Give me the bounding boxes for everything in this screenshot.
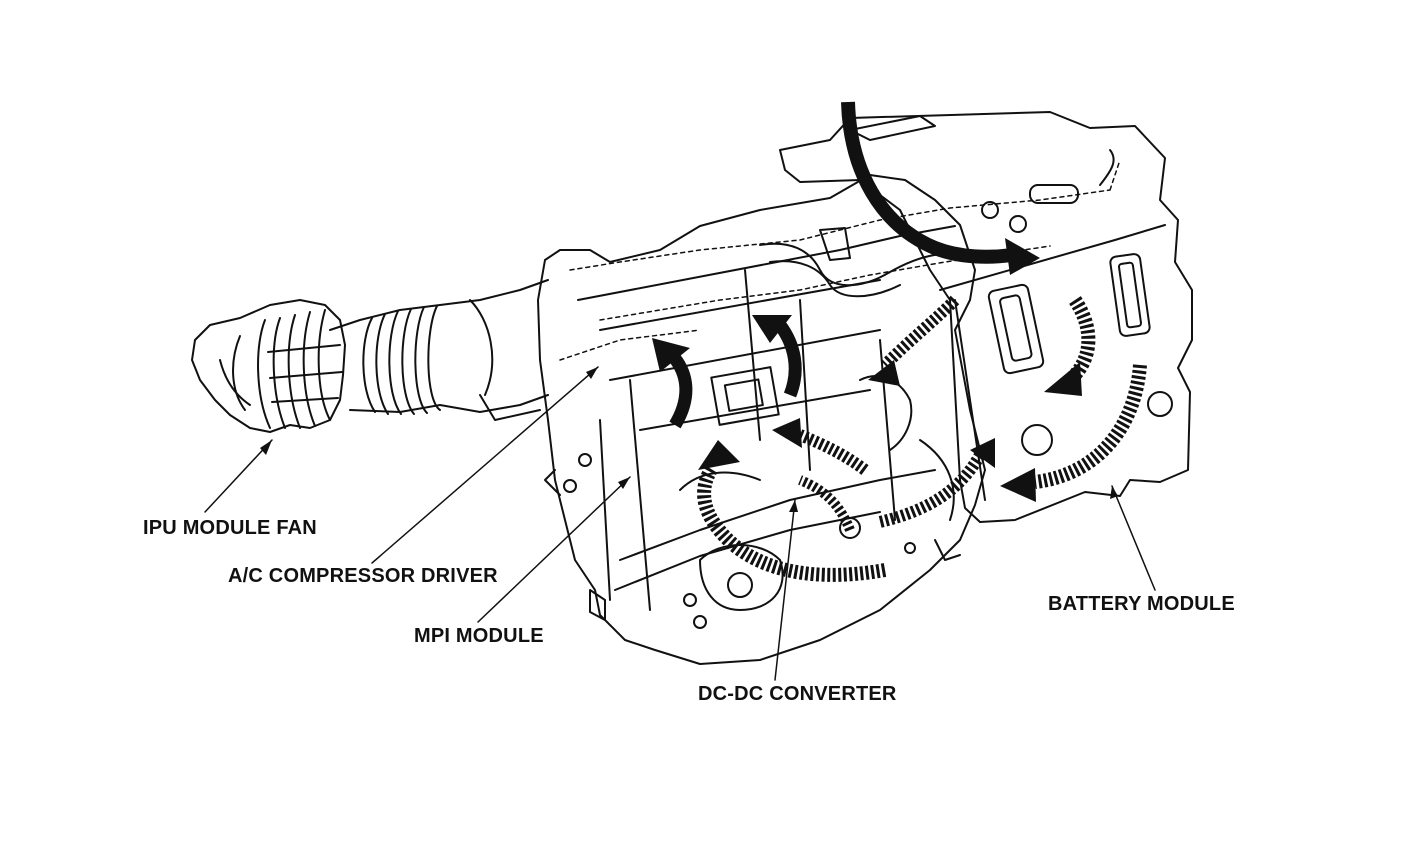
label-battery-module: BATTERY MODULE — [1048, 593, 1235, 615]
ipu-frame — [537, 174, 986, 665]
solid-airflow-arrowhead — [1005, 238, 1040, 275]
fan-duct — [329, 279, 549, 421]
dashed-airflow-arrowhead — [868, 360, 900, 386]
label-ipu-module-fan: IPU MODULE FAN — [143, 517, 317, 539]
solid-airflow-arrowhead — [652, 338, 690, 372]
leader-line-dcdc — [774, 499, 796, 681]
label-dc-dc-converter: DC-DC CONVERTER — [698, 683, 897, 705]
leader-arrowhead-dcdc — [789, 500, 798, 512]
dashed-airflow-arrow — [1034, 364, 1147, 489]
dashed-airflow-arrow — [878, 451, 986, 528]
dashed-airflow-arrowhead — [772, 418, 802, 448]
dashed-airflow-arrowhead — [698, 440, 740, 470]
leader-arrowhead-battery — [1110, 486, 1118, 499]
airflow-arrows — [652, 101, 1147, 582]
solid-airflow-arrow — [774, 321, 802, 398]
label-ac-compressor-driver: A/C COMPRESSOR DRIVER — [228, 565, 498, 587]
leader-line-ac-compressor — [371, 366, 599, 564]
label-mpi-module: MPI MODULE — [414, 625, 544, 647]
leader-arrowhead-ipu-fan — [260, 440, 272, 455]
dashed-airflow-arrow — [697, 464, 887, 582]
leader-line-ipu-fan — [204, 439, 273, 513]
solid-airflow-arrow — [666, 350, 693, 429]
dashed-airflow-arrowhead — [970, 438, 995, 468]
dashed-airflow-arrow — [880, 295, 960, 370]
battery-module-housing — [779, 111, 1193, 523]
leader-line-battery — [1111, 485, 1156, 591]
dashed-airflow-arrowhead — [1000, 468, 1036, 502]
solid-airflow-arrowhead — [752, 315, 792, 343]
leader-line-mpi — [477, 476, 631, 623]
upper-tray-dashed-outline — [559, 159, 1121, 361]
solid-airflow-arrow — [841, 101, 1013, 264]
leader-arrowhead-ac — [586, 367, 598, 379]
leader-arrowhead-mpi — [618, 477, 630, 489]
leader-arrowheads — [260, 367, 1118, 512]
dashed-airflow-arrow — [798, 475, 855, 532]
dashed-airflow-arrowhead — [1044, 362, 1082, 396]
ipu-fan-housing — [191, 299, 346, 433]
dashed-airflow-arrow — [797, 429, 869, 475]
leader-lines — [204, 366, 1156, 681]
